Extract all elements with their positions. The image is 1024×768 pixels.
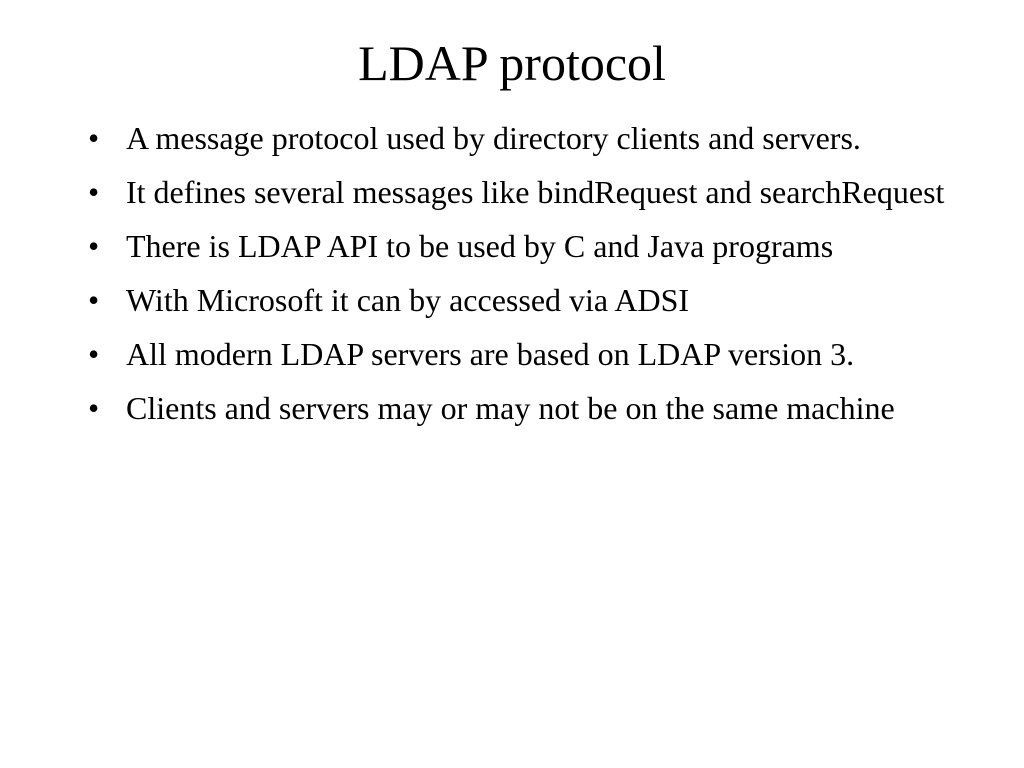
bullet-marker: • bbox=[88, 390, 100, 426]
bullet-marker: • bbox=[88, 336, 100, 372]
bullet-text: It defines several messages like bindReq… bbox=[126, 174, 945, 210]
bullet-text: A message protocol used by directory cli… bbox=[126, 120, 861, 156]
bullet-text: With Microsoft it can by accessed via AD… bbox=[126, 282, 690, 318]
bullet-item: • There is LDAP API to be used by C and … bbox=[88, 226, 968, 266]
bullet-text: Clients and servers may or may not be on… bbox=[126, 390, 895, 426]
bullet-text: There is LDAP API to be used by C and Ja… bbox=[126, 228, 834, 264]
bullet-item: • With Microsoft it can by accessed via … bbox=[88, 280, 968, 320]
bullet-item: • All modern LDAP servers are based on L… bbox=[88, 334, 968, 374]
bullet-item: • It defines several messages like bindR… bbox=[88, 172, 968, 212]
bullet-marker: • bbox=[88, 120, 100, 156]
bullet-marker: • bbox=[88, 228, 100, 264]
bullet-marker: • bbox=[88, 282, 100, 318]
bullet-item: • A message protocol used by directory c… bbox=[88, 118, 968, 158]
bullet-list: • A message protocol used by directory c… bbox=[88, 118, 968, 442]
slide-title: LDAP protocol bbox=[358, 35, 666, 91]
bullet-item: • Clients and servers may or may not be … bbox=[88, 388, 968, 428]
bullet-text: All modern LDAP servers are based on LDA… bbox=[126, 336, 855, 372]
bullet-marker: • bbox=[88, 174, 100, 210]
